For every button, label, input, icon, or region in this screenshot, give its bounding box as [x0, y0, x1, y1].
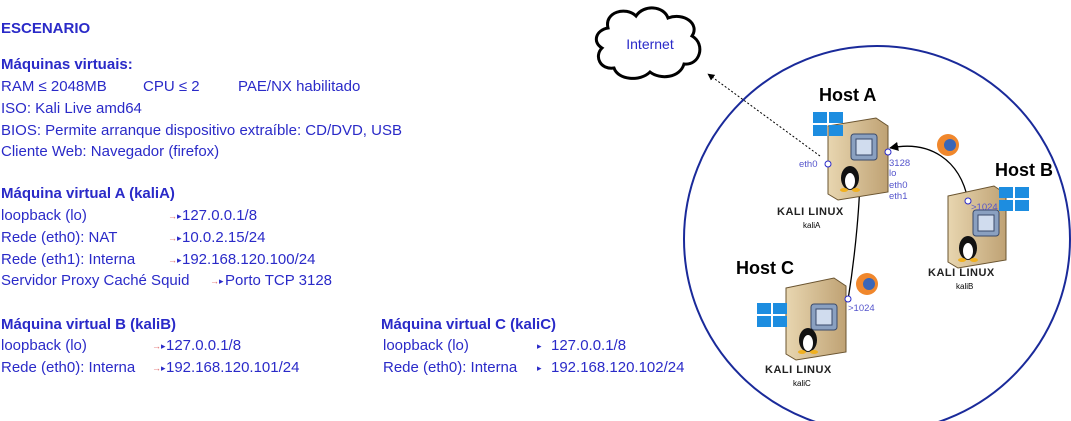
internet-cloud-icon	[594, 6, 702, 80]
vm-b-row-label: Rede (eth0): Interna	[1, 359, 136, 376]
arrow-icon: ▸	[537, 341, 542, 351]
vm-client: Cliente Web: Navegador (firefox)	[1, 143, 220, 160]
internet-label: Internet	[626, 36, 674, 52]
windows-icon	[813, 112, 843, 136]
vm-pae: PAE/NX habilitado	[238, 78, 361, 95]
host-b-server-icon	[947, 185, 1007, 269]
vm-a-row-label: Servidor Proxy Caché Squid	[1, 272, 190, 289]
arrow-icon: →▸	[152, 341, 166, 351]
host-a-eth0-right-label: eth0	[889, 180, 908, 191]
windows-icon	[757, 303, 787, 327]
vm-c-row-label: loopback (lo)	[383, 337, 469, 354]
host-a-vm-name: kaliA	[803, 221, 821, 230]
vm-a-title: Máquina virtual A (kaliA)	[1, 185, 175, 202]
kali-logo: KALI LINUX	[777, 206, 844, 218]
vm-c-row-label: Rede (eth0): Interna	[383, 359, 518, 376]
vm-a-row-label: Rede (eth1): Interna	[1, 251, 136, 268]
arrow-icon: →▸	[152, 363, 166, 373]
arrow-icon: →▸	[210, 276, 224, 286]
vm-general-title: Máquinas virtuais:	[1, 56, 133, 73]
kali-logo: KALI LINUX	[928, 267, 995, 279]
vm-a-row-value: 127.0.0.1/8	[182, 207, 258, 224]
host-a-label: Host A	[819, 85, 876, 105]
vm-b-row-label: loopback (lo)	[1, 337, 87, 354]
host-a-port-label: 3128	[889, 158, 910, 169]
vm-a-row-label: Rede (eth0): NAT	[1, 229, 118, 246]
vm-a-row-value: Porto TCP 3128	[225, 272, 333, 289]
port-icon	[884, 148, 892, 156]
host-a-eth1-label: eth1	[889, 191, 908, 202]
host-b-vm-name: kaliB	[956, 282, 973, 291]
vm-iso: ISO: Kali Live amd64	[1, 100, 142, 117]
host-a-lo-label: lo	[889, 168, 896, 179]
arrow-icon: →▸	[168, 255, 182, 265]
firefox-icon	[937, 134, 959, 156]
lan-circle	[683, 45, 1071, 421]
host-b-port-label: >1024	[971, 202, 998, 213]
host-c-port-label: >1024	[848, 303, 875, 314]
tux-icon	[958, 236, 978, 262]
host-b-label: Host B	[995, 160, 1053, 180]
arrow-icon: ▸	[537, 363, 542, 373]
vm-a-row-value: 10.0.2.15/24	[182, 229, 266, 246]
port-icon	[964, 197, 972, 205]
vm-c-title: Máquina virtual C (kaliC)	[381, 316, 557, 333]
host-c-label: Host C	[736, 258, 794, 278]
arrow-icon: →▸	[168, 233, 182, 243]
host-c-vm-name: kaliC	[793, 379, 811, 388]
windows-icon	[999, 187, 1029, 211]
vm-cpu: CPU ≤ 2	[143, 78, 200, 95]
firefox-icon	[856, 273, 878, 295]
vm-c-row-value: 127.0.0.1/8	[551, 337, 627, 354]
vm-bios: BIOS: Permite arranque dispositivo extra…	[1, 122, 402, 139]
host-a-eth0-label: eth0	[799, 159, 818, 170]
vm-a-row-value: 192.168.120.100/24	[182, 251, 316, 268]
vm-b-row-value: 127.0.0.1/8	[166, 337, 242, 354]
vm-ram: RAM ≤ 2048MB	[1, 78, 107, 95]
kali-logo: KALI LINUX	[765, 364, 832, 376]
vm-c-row-value: 192.168.120.102/24	[551, 359, 685, 376]
vm-b-title: Máquina virtual B (kaliB)	[1, 316, 177, 333]
host-c-server-icon	[785, 277, 847, 361]
vm-a-row-label: loopback (lo)	[1, 207, 87, 224]
tux-icon	[840, 166, 860, 192]
port-icon	[844, 295, 852, 303]
vm-b-row-value: 192.168.120.101/24	[166, 359, 300, 376]
tux-icon	[798, 328, 818, 354]
arrow-icon: →▸	[168, 211, 182, 221]
link-b-to-a	[889, 141, 969, 201]
page-title: ESCENARIO	[1, 20, 91, 37]
port-icon	[824, 160, 832, 168]
nat-link	[707, 73, 821, 157]
